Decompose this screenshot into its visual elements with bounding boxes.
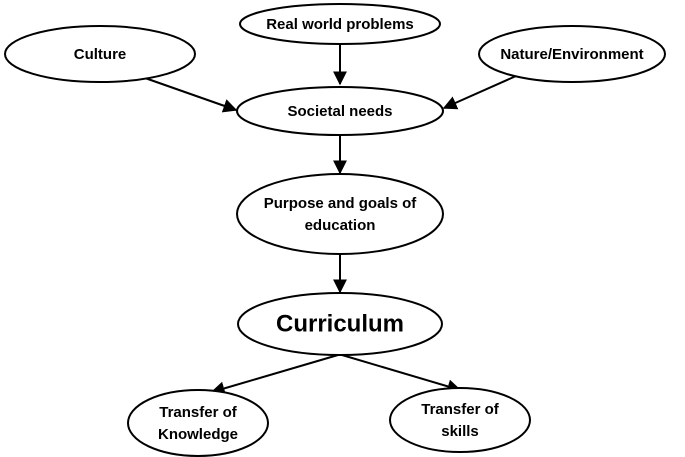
node-label-line-2: education [305, 217, 376, 234]
node-societal-needs: Societal needs [236, 86, 444, 136]
node-label: Culture [74, 46, 127, 63]
node-label: Societal needs [287, 103, 392, 120]
node-transfer-skills: Transfer of skills [389, 387, 531, 453]
edge-curriculum-to-knowledge [210, 354, 339, 396]
node-label-line-2: Knowledge [158, 426, 238, 443]
node-label: Curriculum [276, 310, 404, 337]
edge-nature-to-societal [442, 71, 526, 110]
node-nature-environment: Nature/Environment [478, 25, 666, 83]
node-label-line-1: Purpose and goals of [264, 195, 418, 212]
node-culture: Culture [4, 25, 196, 83]
edge-curriculum-to-skills [341, 354, 462, 394]
node-label: Real world problems [266, 16, 414, 33]
edge-culture-to-societal [144, 77, 238, 113]
node-transfer-knowledge: Transfer of Knowledge [127, 389, 269, 457]
node-purpose-goals: Purpose and goals of education [236, 173, 444, 255]
node-label-line-1: Transfer of [159, 404, 238, 421]
node-label: Nature/Environment [500, 46, 643, 63]
node-label-line-2: skills [441, 423, 479, 440]
node-label-line-1: Transfer of [421, 401, 500, 418]
node-real-world-problems: Real world problems [239, 3, 441, 45]
node-curriculum: Curriculum [237, 292, 443, 356]
